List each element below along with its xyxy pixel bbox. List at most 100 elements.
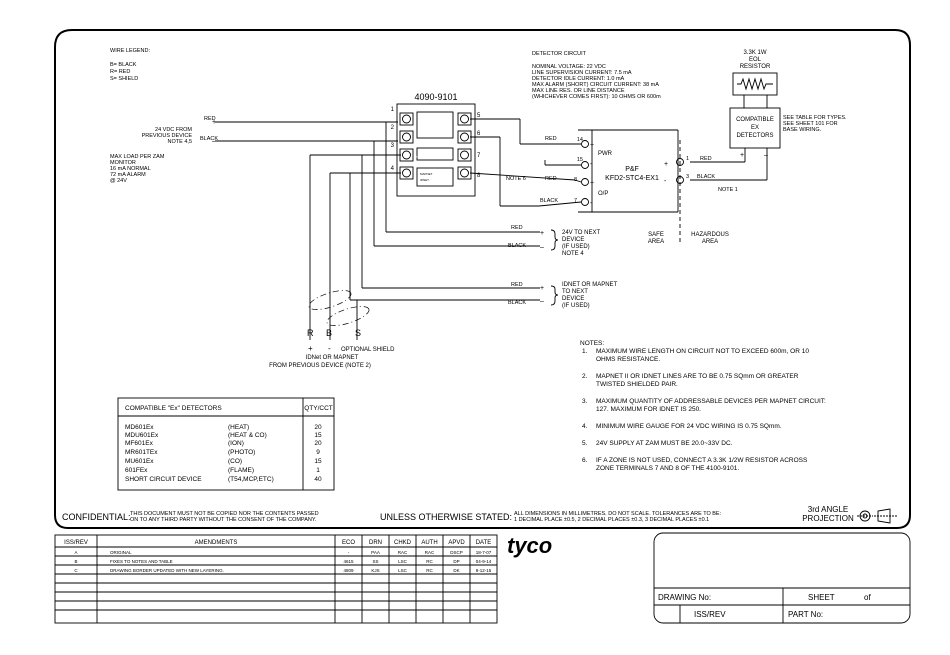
svg-text:IDNET: IDNET bbox=[420, 178, 429, 182]
svg-text:3rd ANGLE: 3rd ANGLE bbox=[808, 505, 848, 514]
svg-text:LSC: LSC bbox=[398, 559, 408, 564]
svg-text:RAC: RAC bbox=[398, 550, 408, 555]
svg-text:(T54,MCP,ETC): (T54,MCP,ETC) bbox=[228, 476, 274, 483]
detector-circuit-spec: DETECTOR CIRCUIT NOMINAL VOLTAGE: 22 VDC… bbox=[532, 51, 661, 100]
svg-text:-: - bbox=[590, 161, 593, 168]
svg-text:HAZARDOUS: HAZARDOUS bbox=[691, 232, 729, 238]
svg-text:4809: 4809 bbox=[343, 568, 354, 573]
svg-text:NOMINAL VOLTAGE: 22 VDC: NOMINAL VOLTAGE: 22 VDC bbox=[532, 64, 606, 70]
svg-text:EOL: EOL bbox=[749, 57, 762, 63]
svg-text:DSCP: DSCP bbox=[450, 550, 463, 555]
svg-text:@ 24V: @ 24V bbox=[110, 178, 127, 184]
svg-text:4090-9101: 4090-9101 bbox=[414, 92, 457, 102]
svg-text:B: B bbox=[326, 328, 332, 338]
svg-text:+: + bbox=[664, 161, 668, 168]
svg-text:(HEAT & CO): (HEAT & CO) bbox=[228, 432, 267, 439]
svg-text:O/P: O/P bbox=[598, 191, 608, 197]
svg-text:BASE WIRING.: BASE WIRING. bbox=[783, 127, 822, 133]
svg-text:IDNet OR MAPNET: IDNet OR MAPNET bbox=[306, 355, 359, 361]
svg-text:NOTE 4: NOTE 4 bbox=[562, 251, 584, 257]
svg-text:AUTH: AUTH bbox=[421, 540, 437, 546]
svg-text:2.: 2. bbox=[582, 373, 588, 380]
svg-text:SIMPLEX THE ADDRESSABLE ZAM: SIMPLEX THE ADDRESSABLE ZAM bbox=[410, 155, 460, 159]
svg-text:+: + bbox=[212, 119, 216, 126]
svg-text:AMENDMENTS: AMENDMENTS bbox=[195, 540, 238, 546]
svg-text:3.3K 1W: 3.3K 1W bbox=[743, 50, 766, 56]
svg-text:7: 7 bbox=[574, 198, 577, 204]
svg-text:–: – bbox=[212, 138, 216, 145]
svg-text:MINIMUM WIRE GAUGE FOR 24 VDC: MINIMUM WIRE GAUGE FOR 24 VDC WIRING IS … bbox=[596, 423, 782, 430]
pf-barrier: P&F KFD2-STC4-EX1 PWR O/P 14 15 8 7 + - … bbox=[574, 129, 689, 213]
svg-text:(WHICHEVER COMES FIRST): 10 OH: (WHICHEVER COMES FIRST): 10 OHMS OR 600m bbox=[532, 94, 661, 100]
svg-text:RED: RED bbox=[511, 282, 523, 288]
svg-text:COMPATIBLE "Ex" DETECTORS: COMPATIBLE "Ex" DETECTORS bbox=[125, 405, 222, 412]
svg-text:1.: 1. bbox=[582, 348, 588, 355]
svg-text:DRAWING No:: DRAWING No: bbox=[658, 593, 711, 602]
amendments-table: ISS/REV AMENDMENTS ECO DRN CHKD AUTH APV… bbox=[54, 534, 498, 624]
zam-module: 4090-9101 SIMPLEX SIMPLEX THE ADDRESSABL… bbox=[391, 92, 481, 197]
svg-text:QTY/CCT: QTY/CCT bbox=[304, 405, 333, 412]
eol-resistor: 3.3K 1W EOL RESISTOR bbox=[732, 50, 778, 108]
svg-text:+: + bbox=[590, 180, 594, 187]
svg-text:FROM PREVIOUS DEVICE (NOTE 2): FROM PREVIOUS DEVICE (NOTE 2) bbox=[269, 363, 371, 369]
svg-text:+: + bbox=[308, 344, 313, 353]
svg-text:–: – bbox=[540, 298, 544, 305]
wire-legend: WIRE LEGEND: B= BLACK R= RED S= SHIELD bbox=[110, 48, 151, 82]
svg-text:ISS/REV: ISS/REV bbox=[64, 540, 88, 546]
svg-text:MF601Ex: MF601Ex bbox=[125, 440, 154, 447]
svg-text:C: C bbox=[74, 568, 78, 573]
svg-text:20: 20 bbox=[314, 424, 322, 431]
svg-text:UNLESS OTHERWISE STATED:: UNLESS OTHERWISE STATED: bbox=[380, 512, 512, 522]
svg-text:RED: RED bbox=[204, 116, 216, 122]
svg-text:SHORT CIRCUIT DEVICE: SHORT CIRCUIT DEVICE bbox=[125, 476, 202, 483]
svg-text:6: 6 bbox=[477, 131, 481, 137]
svg-text:SEE TABLE FOR TYPES.: SEE TABLE FOR TYPES. bbox=[783, 115, 847, 121]
svg-text:40: 40 bbox=[314, 476, 322, 483]
svg-text:SHEET: SHEET bbox=[808, 593, 835, 602]
svg-text:DRAWING BORDER UPDATED WITH NE: DRAWING BORDER UPDATED WITH NEW LAYERING… bbox=[110, 568, 224, 573]
svg-text:5: 5 bbox=[477, 113, 481, 119]
svg-text:SS: SS bbox=[372, 559, 378, 564]
drawing-footer: CONFIDENTIAL: THIS DOCUMENT MUST NOT BE … bbox=[62, 505, 897, 524]
svg-text:MU601Ex: MU601Ex bbox=[125, 458, 154, 465]
svg-text:+: + bbox=[540, 230, 544, 237]
svg-text:BLACK: BLACK bbox=[508, 300, 526, 306]
svg-text:4.: 4. bbox=[582, 423, 588, 430]
drawing-border bbox=[54, 29, 911, 529]
svg-text:601FEx: 601FEx bbox=[125, 467, 148, 474]
svg-text:4615: 4615 bbox=[343, 559, 354, 564]
svg-text:ISS/REV: ISS/REV bbox=[694, 610, 726, 619]
svg-text:(FLAME): (FLAME) bbox=[228, 467, 254, 474]
svg-text:DEVICE: DEVICE bbox=[562, 237, 584, 243]
svg-text:-: - bbox=[664, 178, 667, 185]
svg-text:NOTE 6: NOTE 6 bbox=[506, 176, 526, 182]
svg-text:MD601Ex: MD601Ex bbox=[125, 424, 154, 431]
supply-input: 24 VDC FROM PREVIOUS DEVICE NOTE 4,5 RED… bbox=[110, 116, 398, 184]
svg-text:PAA: PAA bbox=[371, 550, 380, 555]
svg-text:15: 15 bbox=[314, 458, 322, 465]
svg-text:3: 3 bbox=[391, 143, 395, 149]
svg-text:THIS DOCUMENT MUST NOT BE COPI: THIS DOCUMENT MUST NOT BE COPIED NOR THE… bbox=[130, 511, 319, 517]
tyco-logo: tyco bbox=[507, 533, 552, 558]
svg-text:OPTIONAL SHIELD: OPTIONAL SHIELD bbox=[341, 347, 395, 353]
svg-text:MAXIMUM WIRE LENGTH ON CIRCUIT: MAXIMUM WIRE LENGTH ON CIRCUIT NOT TO EX… bbox=[596, 348, 809, 355]
svg-text:DEVICE: DEVICE bbox=[562, 296, 584, 302]
svg-text:(CO): (CO) bbox=[228, 458, 242, 465]
svg-text:–: – bbox=[764, 152, 768, 159]
svg-text:RED: RED bbox=[545, 176, 557, 182]
svg-text:NOTES:: NOTES: bbox=[580, 340, 604, 347]
next-device-idnet-wiring: RED BLACK + – IDNET OR MAPNET TO NEXT DE… bbox=[349, 154, 618, 309]
svg-text:KJS: KJS bbox=[371, 568, 379, 573]
svg-text:1: 1 bbox=[391, 107, 395, 113]
third-angle-projection-icon bbox=[857, 508, 897, 524]
title-block: DRAWING No: SHEET of ISS/REV PART No: bbox=[653, 532, 911, 624]
svg-text:DETECTORS: DETECTORS bbox=[737, 133, 774, 139]
svg-text:NOTE 1: NOTE 1 bbox=[718, 187, 738, 193]
svg-text:4: 4 bbox=[391, 166, 395, 172]
svg-text:SIMPLEX: SIMPLEX bbox=[428, 150, 441, 154]
svg-text:LINE SUPERVISION CURRENT: 7.5: LINE SUPERVISION CURRENT: 7.5 mA bbox=[532, 70, 632, 76]
svg-text:EX: EX bbox=[751, 125, 759, 131]
svg-text:ORIGINAL: ORIGINAL bbox=[110, 550, 132, 555]
svg-text:1: 1 bbox=[316, 467, 320, 474]
svg-text:AREA: AREA bbox=[702, 239, 718, 245]
